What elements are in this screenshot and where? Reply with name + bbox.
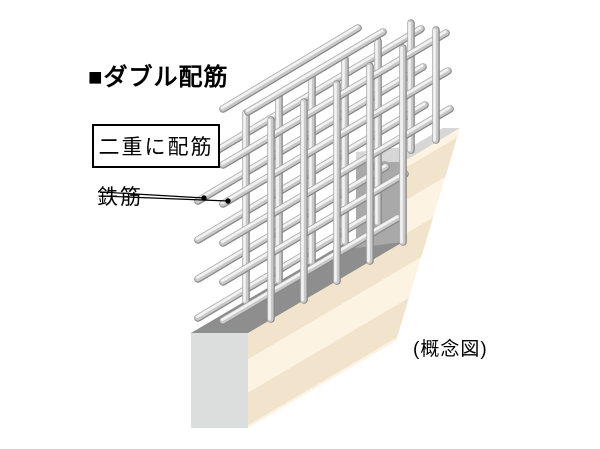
rebar-leader-dot: [201, 195, 207, 201]
rebar-horizontal-rod-front: [220, 171, 406, 283]
rebar-leader-line: [100, 195, 229, 202]
conceptual-note-caption: (概念図): [413, 339, 488, 360]
rebar-label: 鉄筋: [97, 186, 143, 209]
diagram-title: ■ダブル配筋: [88, 64, 229, 91]
rebar-leader-line: [100, 191, 205, 199]
rebar-horizontal-rod-back: [220, 25, 359, 110]
wall-end-face: [191, 332, 248, 428]
rebar-horizontal-rod-front: [245, 29, 384, 113]
rebar-horizontal-rod-back: [195, 164, 387, 280]
rebar-leader-dot: [225, 198, 231, 204]
double-layer-callout-box: 二重に配筋: [92, 124, 220, 168]
